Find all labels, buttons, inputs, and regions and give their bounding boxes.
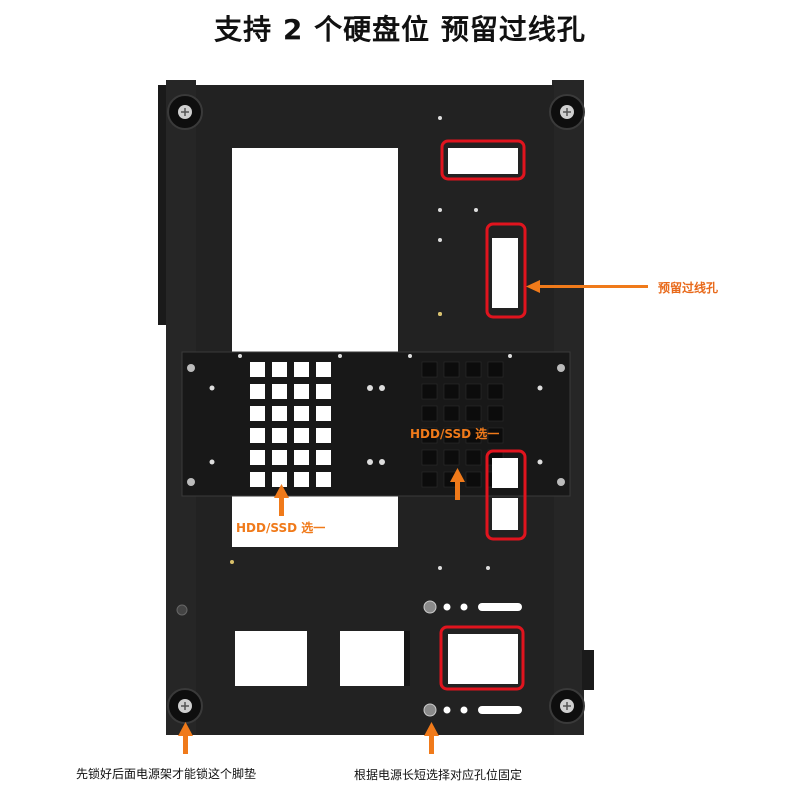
psu-slot-lower	[478, 706, 522, 714]
foot-bottom-left	[167, 688, 203, 724]
highlight-boxes	[439, 139, 527, 691]
bottom-cutout-left	[235, 631, 307, 686]
upper-cutout	[232, 148, 398, 356]
right-side-tab	[582, 650, 594, 690]
cable-holes-label: 预留过线孔	[658, 281, 719, 295]
cable-slot-vertical	[492, 238, 518, 308]
psu-slot-upper	[478, 603, 522, 611]
psu-screw-lower	[423, 703, 437, 717]
hdd-ssd-label-right: HDD/SSD 选一	[410, 427, 500, 441]
foot-note-caption: 先锁好后面电源架才能锁这个脚垫	[76, 767, 257, 781]
left-vent-grid	[250, 362, 331, 487]
foot-top-right	[549, 94, 585, 130]
psu-cutout	[448, 634, 518, 684]
hdd-ssd-label-left: HDD/SSD 选一	[236, 521, 326, 535]
side-knob	[176, 604, 188, 616]
foot-top-left	[167, 94, 203, 130]
cable-slot-top	[448, 148, 518, 174]
lower-left-cutout	[232, 493, 398, 547]
page-title: 支持 2 个硬盘位 预留过线孔	[214, 13, 586, 46]
bottom-cutout-middle	[340, 631, 406, 686]
psu-note-caption: 根据电源长短选择对应孔位固定	[354, 768, 523, 782]
annotation-arrows	[178, 280, 648, 754]
cable-slot-lower-a	[492, 458, 518, 488]
psu-screw-upper	[423, 600, 437, 614]
cable-slot-lower-b	[492, 498, 518, 530]
foot-bottom-right	[549, 688, 585, 724]
